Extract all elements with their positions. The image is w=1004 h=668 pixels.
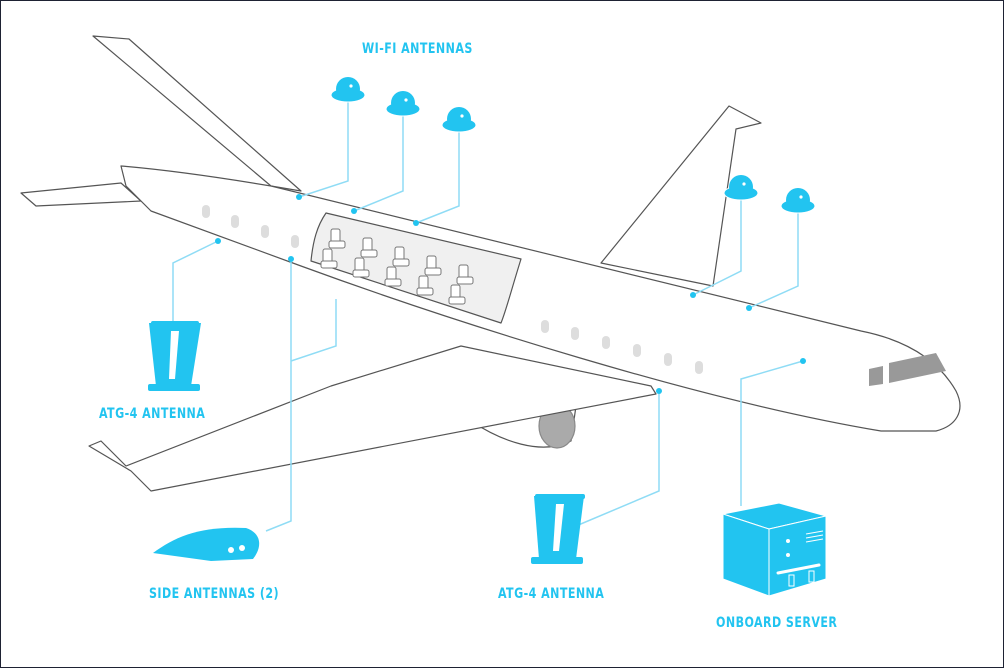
wifi-antenna-icon bbox=[723, 175, 759, 201]
near-wing bbox=[88, 345, 657, 492]
wifi-antenna-icon bbox=[385, 91, 421, 117]
cabin-seats bbox=[320, 228, 474, 305]
connector-dots bbox=[215, 194, 806, 394]
cabin-windows bbox=[202, 205, 703, 374]
seat bbox=[384, 266, 402, 287]
window bbox=[202, 205, 210, 218]
horizontal-stabilizer bbox=[20, 182, 142, 207]
seat bbox=[328, 228, 346, 249]
far-wing bbox=[92, 35, 302, 192]
wifi-antenna-icon bbox=[780, 188, 816, 214]
window bbox=[695, 361, 703, 374]
seat bbox=[320, 248, 338, 269]
window bbox=[602, 336, 610, 349]
window bbox=[633, 344, 641, 357]
wifi-antennas bbox=[330, 77, 816, 214]
window bbox=[571, 327, 579, 340]
side-antenna bbox=[153, 527, 260, 561]
cockpit-window bbox=[889, 353, 946, 383]
seat bbox=[424, 255, 442, 276]
label-wifi-antennas: WI-FI ANTENNAS bbox=[362, 41, 473, 57]
seat bbox=[360, 237, 378, 258]
label-onboard-server: ONBOARD SERVER bbox=[716, 615, 838, 631]
window bbox=[664, 353, 672, 366]
window bbox=[231, 215, 239, 228]
onboard-server bbox=[721, 502, 827, 597]
cockpit-window bbox=[869, 366, 883, 386]
far-right-wing bbox=[600, 105, 762, 287]
seat bbox=[416, 275, 434, 296]
seat bbox=[448, 284, 466, 305]
atg-antenna-center bbox=[531, 494, 585, 564]
window bbox=[261, 225, 269, 238]
label-atg-antenna-center: ATG-4 ANTENNA bbox=[498, 586, 605, 602]
seat bbox=[456, 264, 474, 285]
wifi-antenna-icon bbox=[330, 77, 366, 103]
connector-lines bbox=[172, 96, 804, 532]
seat bbox=[392, 246, 410, 267]
window bbox=[541, 320, 549, 333]
label-side-antennas: SIDE ANTENNAS (2) bbox=[149, 586, 280, 602]
window bbox=[291, 235, 299, 248]
wifi-antenna-icon bbox=[441, 107, 477, 133]
seat bbox=[352, 257, 370, 278]
label-atg-antenna-left: ATG-4 ANTENNA bbox=[99, 406, 206, 422]
atg-antenna-left bbox=[148, 321, 201, 391]
